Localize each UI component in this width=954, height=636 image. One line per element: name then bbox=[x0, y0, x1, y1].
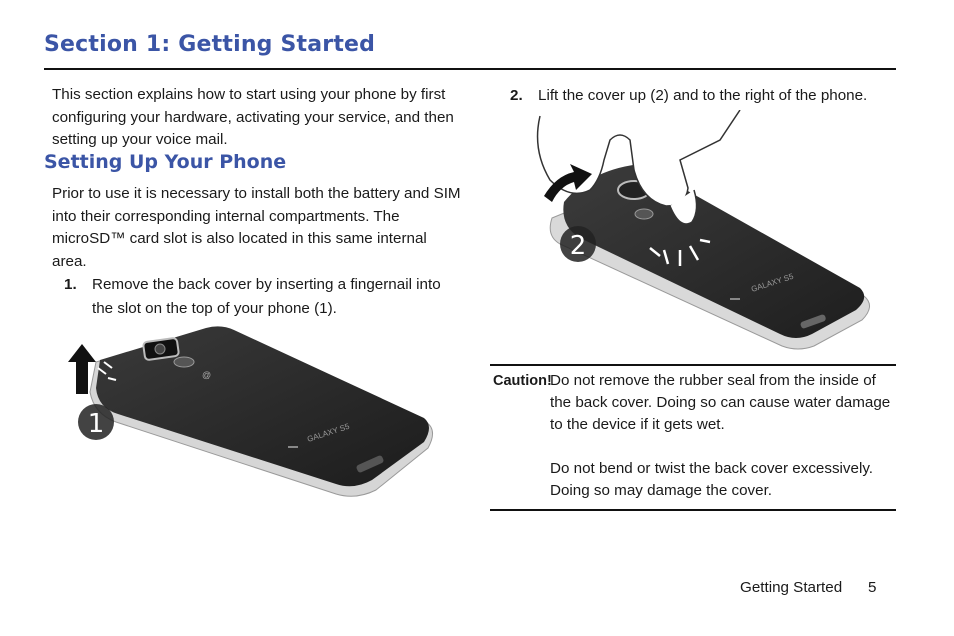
nail-slot-marks bbox=[649, 238, 711, 266]
thumb-illustration bbox=[669, 189, 698, 225]
caution-text-1: Do not remove the rubber seal from the i… bbox=[550, 372, 891, 433]
intro-paragraph: This section explains how to start using… bbox=[52, 86, 454, 148]
setup-paragraph: Prior to use it is necessary to install … bbox=[52, 185, 461, 270]
usb-port bbox=[356, 455, 384, 473]
caution-top-divider bbox=[490, 364, 896, 366]
nail-slot-marks bbox=[97, 361, 117, 381]
callout-circle-2 bbox=[560, 226, 596, 262]
speaker-grille bbox=[730, 298, 740, 300]
speaker-grille bbox=[288, 446, 298, 448]
phone-back-figure-1: @ GALAXY S5 1 bbox=[68, 326, 433, 497]
back-cover bbox=[563, 164, 865, 338]
caution-text-2: Do not bend or twist the back cover exce… bbox=[550, 460, 874, 499]
flash-sensor bbox=[634, 208, 654, 220]
page-title: Section 1: Getting Started bbox=[44, 32, 376, 57]
page-number: 5 bbox=[868, 579, 877, 596]
usb-port bbox=[800, 314, 826, 329]
callout-circle-1 bbox=[78, 404, 114, 440]
caution-label: Caution! bbox=[493, 373, 552, 389]
hand-illustration bbox=[536, 110, 741, 207]
step-2: 2. Lift the cover up (2) and to the righ… bbox=[510, 84, 900, 110]
step-number: 2. bbox=[510, 87, 523, 104]
title-divider bbox=[44, 68, 896, 70]
footer-section-label: Getting Started bbox=[740, 579, 843, 596]
step-1: 1. Remove the back cover by inserting a … bbox=[64, 273, 464, 325]
lift-arrow-icon bbox=[68, 344, 96, 394]
callout-number-1: 1 bbox=[88, 409, 105, 439]
flash-sensor bbox=[173, 356, 195, 368]
step-number: 1. bbox=[64, 276, 77, 293]
callout-number-2: 2 bbox=[570, 231, 587, 261]
section-heading: Setting Up Your Phone bbox=[44, 151, 287, 173]
camera-lens bbox=[154, 343, 166, 355]
caution-bottom-divider bbox=[490, 509, 896, 511]
step-text: Remove the back cover by inserting a fin… bbox=[92, 276, 441, 317]
phone-back-figure-2: GALAXY S5 2 bbox=[536, 110, 870, 350]
step-text: Lift the cover up (2) and to the right o… bbox=[538, 87, 868, 104]
lift-arrow-icon bbox=[544, 164, 592, 202]
carrier-logo: @ bbox=[202, 370, 211, 380]
